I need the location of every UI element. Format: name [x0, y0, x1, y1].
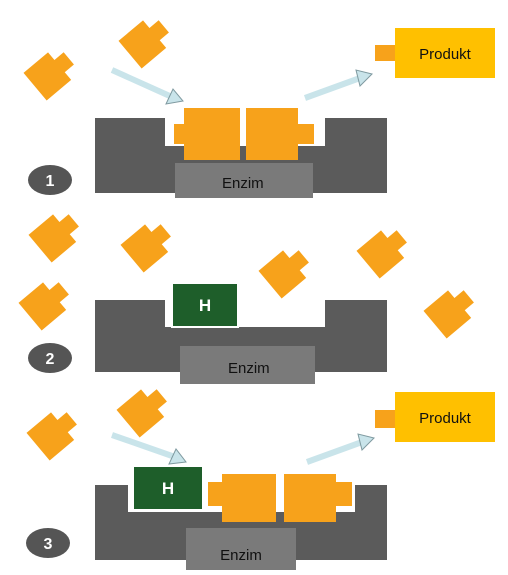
- substrate-piece: [356, 230, 407, 279]
- substrate-piece: [118, 20, 169, 69]
- substrate-piece: [423, 290, 474, 339]
- arrow-in-head: [165, 88, 184, 105]
- inhibitor-label: H: [199, 296, 211, 315]
- enzyme-label: Enzim: [228, 360, 270, 377]
- panel-number: 2: [46, 351, 55, 368]
- arrow-out: [305, 439, 364, 465]
- enzyme-label: Enzim: [220, 547, 262, 564]
- arrow-in-head: [168, 448, 187, 465]
- arrow-out-head: [355, 69, 373, 87]
- panel-2: H Enzim 2: [18, 214, 474, 384]
- bound-substrate-right: [284, 474, 352, 522]
- enzyme-label: Enzim: [222, 175, 264, 192]
- substrate-piece: [18, 282, 69, 331]
- inhibitor-label: H: [162, 479, 174, 498]
- panel-number: 3: [44, 536, 53, 553]
- bound-substrate-right: [246, 108, 314, 160]
- substrate-piece: [116, 389, 167, 438]
- panel-1: Enzim Produkt 1: [23, 20, 495, 198]
- product-label: Produkt: [419, 46, 472, 63]
- arrow-out: [303, 75, 362, 101]
- substrate-piece: [23, 52, 74, 101]
- inhibitor-block: [132, 465, 204, 511]
- bound-substrate-left: [174, 108, 240, 160]
- substrate-piece: [120, 224, 171, 273]
- substrate-piece: [28, 214, 79, 263]
- enzyme-body: [95, 118, 387, 193]
- enzyme-label-box: [175, 163, 313, 198]
- arrow-out-head: [357, 433, 375, 451]
- bound-substrate-left: [208, 474, 276, 522]
- panel-number-badge: [26, 528, 70, 558]
- panel-number-badge: [28, 165, 72, 195]
- product-label-box: [395, 28, 495, 78]
- product-label: Produkt: [419, 410, 472, 427]
- enzyme-label-box: [186, 528, 296, 570]
- panel-number-badge: [28, 343, 72, 373]
- panel-number: 1: [46, 173, 55, 190]
- arrow-in: [110, 67, 174, 100]
- enzyme-label-box: [180, 346, 315, 384]
- product-label-box: [395, 392, 495, 442]
- substrate-piece: [26, 412, 77, 461]
- substrate-piece: [258, 250, 309, 299]
- inhibitor-block: [171, 282, 239, 328]
- panel-3: H Enzim Produkt 3: [26, 389, 495, 570]
- product-piece: [375, 410, 395, 428]
- product-piece: [375, 45, 395, 61]
- arrow-in: [111, 432, 176, 460]
- enzyme-body: [95, 485, 387, 560]
